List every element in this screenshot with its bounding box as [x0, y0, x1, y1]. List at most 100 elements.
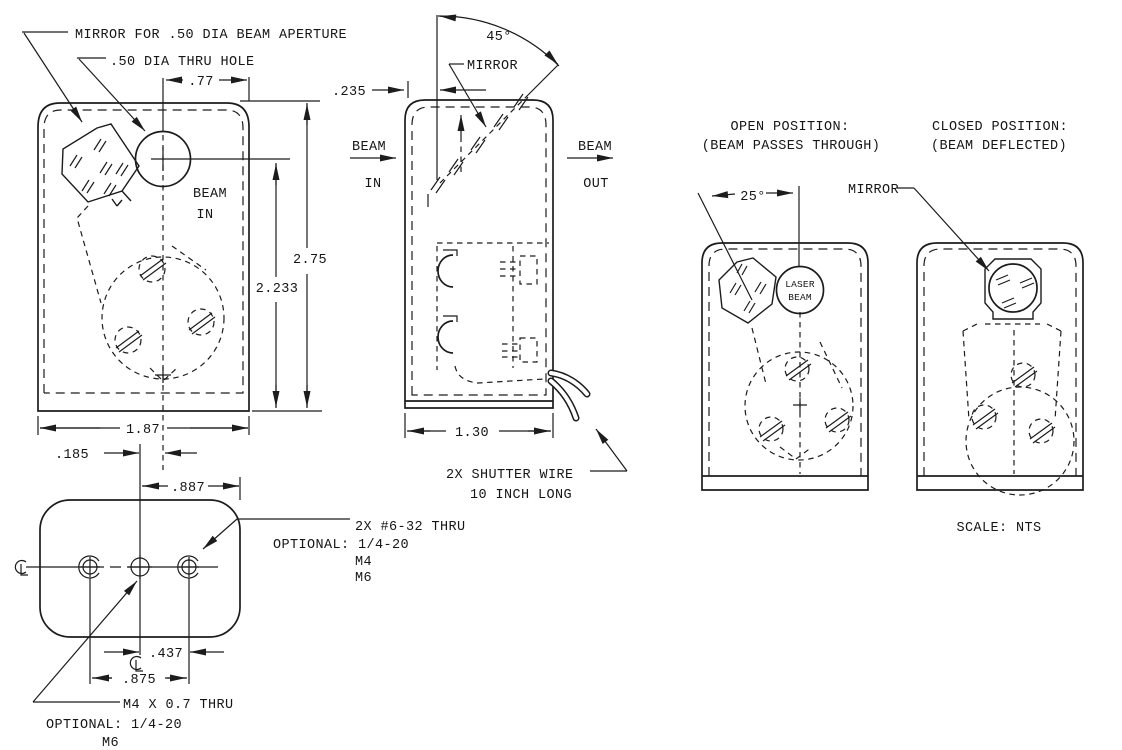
- paddle-outline: [962, 323, 1062, 421]
- mirror-hatching: [69, 138, 129, 197]
- angle-25-tilted-reference: [697, 192, 753, 301]
- dim-187-label: 1.87: [126, 423, 160, 438]
- beam-in-label-1: BEAM: [352, 140, 386, 155]
- tap-note-line3: M4: [355, 555, 372, 570]
- dim-875-lines: [89, 578, 190, 684]
- hole-cross: [128, 555, 152, 579]
- solenoid-frame-dashed: [436, 242, 549, 370]
- solenoid-assembly: [436, 242, 549, 384]
- note-thru-hole: .50 DIA THRU HOLE: [110, 55, 255, 70]
- angle-25-arrow-left: [711, 191, 736, 199]
- scale-note: SCALE: NTS: [956, 521, 1041, 536]
- beam-in-annotation: BEAM IN: [350, 140, 396, 192]
- screw-right-slot: [1029, 422, 1056, 444]
- closed-title-line2: (BEAM DEFLECTED): [931, 139, 1067, 154]
- screw-right-slot: [825, 411, 852, 433]
- mirror-plane-dashed: [439, 94, 529, 184]
- dim-130: 1.30: [404, 413, 554, 441]
- closed-body-inner-wall: [923, 248, 1077, 476]
- dim-275-label: 2.75: [293, 253, 327, 268]
- m4-note-line1: M4 X 0.7 THRU: [123, 698, 234, 713]
- dim-235-label: .235: [332, 85, 366, 100]
- mirror-outline: [61, 123, 140, 203]
- front-body-outline: [37, 102, 250, 412]
- centerline-symbol-l: [20, 564, 28, 576]
- m4-note-leader-arrow: [32, 580, 138, 703]
- side-mirror-label: MIRROR: [467, 59, 518, 74]
- dim-2233-label: 2.233: [256, 282, 299, 297]
- wire-note-line1: 2X SHUTTER WIRE: [446, 468, 574, 483]
- open-body-inner-wall: [708, 248, 862, 476]
- solenoid-coil-lower: [437, 320, 454, 354]
- angle-arrow-left: [439, 14, 457, 22]
- mount-hole-left: [78, 555, 100, 579]
- mount-hole-center: [128, 555, 152, 579]
- open-title-line2: (BEAM PASSES THROUGH): [702, 139, 881, 154]
- mirror-circle: [988, 263, 1038, 313]
- front-shutter-mechanism: [76, 205, 225, 383]
- mirror-frame: [984, 258, 1042, 320]
- leader-hole-arrow: [78, 58, 146, 132]
- side-body-inner-wall: [411, 106, 547, 396]
- note-mirror-aperture: MIRROR FOR .50 DIA BEAM APERTURE: [75, 28, 347, 43]
- angle-25-dimension: 25°: [697, 186, 800, 301]
- front-view: MIRROR FOR .50 DIA BEAM APERTURE .50 DIA…: [22, 28, 347, 655]
- beam-in-label-2: IN: [364, 177, 381, 192]
- hole-cross: [80, 557, 100, 577]
- screw-top: [138, 255, 166, 283]
- screw-top-slot: [139, 258, 167, 281]
- angle-25-label: 25°: [740, 190, 766, 205]
- dim-875-label: .875: [122, 673, 156, 688]
- internal-wire-dashed: [454, 365, 545, 384]
- beam-out-label-2: OUT: [583, 177, 609, 192]
- laser-beam-spot: LASER BEAM: [775, 265, 825, 315]
- shutter-paddle-outline: [76, 205, 207, 382]
- side-mirror-45: [427, 64, 559, 207]
- mirror-hatching: [729, 263, 767, 314]
- open-title-line1: OPEN POSITION:: [730, 120, 849, 135]
- solenoid-tab-upper: [443, 249, 458, 256]
- mirror-plane-hatching: [430, 93, 529, 194]
- open-mechanism: [744, 312, 854, 474]
- wire-note-leader-arrow: [595, 428, 628, 472]
- tap-note-line4: M6: [355, 571, 372, 586]
- m4-note-line2: OPTIONAL: 1/4-20: [46, 718, 182, 733]
- rotor-circle: [965, 386, 1075, 496]
- open-position-view: OPEN POSITION: (BEAM PASSES THROUGH) 25°…: [697, 120, 881, 491]
- screw-left-slot: [115, 330, 143, 353]
- screw-top: [784, 356, 810, 382]
- closed-title-line1: CLOSED POSITION:: [932, 120, 1068, 135]
- screw-left: [971, 404, 997, 430]
- beam-out-annotation: BEAM OUT: [567, 140, 613, 192]
- open-body-outline: [701, 242, 869, 491]
- beam-out-label-1: BEAM: [578, 140, 612, 155]
- dim-130-label: 1.30: [455, 426, 489, 441]
- closed-body-outline: [916, 242, 1084, 491]
- tap-note-line1: 2X #6-32 THRU: [355, 520, 466, 535]
- hole-cross: [179, 557, 199, 577]
- angle-arrow-right: [544, 50, 559, 65]
- mirror-outline: [718, 257, 777, 324]
- front-mirror: [61, 123, 140, 207]
- note-leader-lines: [22, 31, 146, 132]
- screw-right: [1028, 418, 1054, 444]
- dim-reference-lines: [176, 100, 322, 412]
- wire-2-inner: [549, 379, 578, 420]
- dim-130-lines: [404, 413, 554, 438]
- dim-077-label: .77: [188, 75, 214, 90]
- terminal-upper: [500, 255, 538, 285]
- angle-45-dimension: 45°: [437, 14, 560, 67]
- dim-887-label: .887: [171, 481, 205, 496]
- mirror-leader-arrow: [448, 63, 487, 128]
- side-view: 45° MIRROR .235 BEAM IN BEAM OUT: [332, 14, 628, 503]
- hole-thread-arc: [78, 555, 100, 579]
- shutter-rotor-circle: [101, 256, 225, 380]
- screw-left-slot: [759, 420, 786, 442]
- bottom-notes: 2X #6-32 THRU OPTIONAL: 1/4-20 M4 M6 M4 …: [32, 518, 466, 750]
- side-body-outline: [404, 99, 554, 409]
- laser-label-line1: LASER: [785, 279, 815, 290]
- front-in-label: IN: [196, 208, 213, 223]
- hole-thread-arc: [177, 555, 199, 579]
- screw-top: [1010, 362, 1036, 388]
